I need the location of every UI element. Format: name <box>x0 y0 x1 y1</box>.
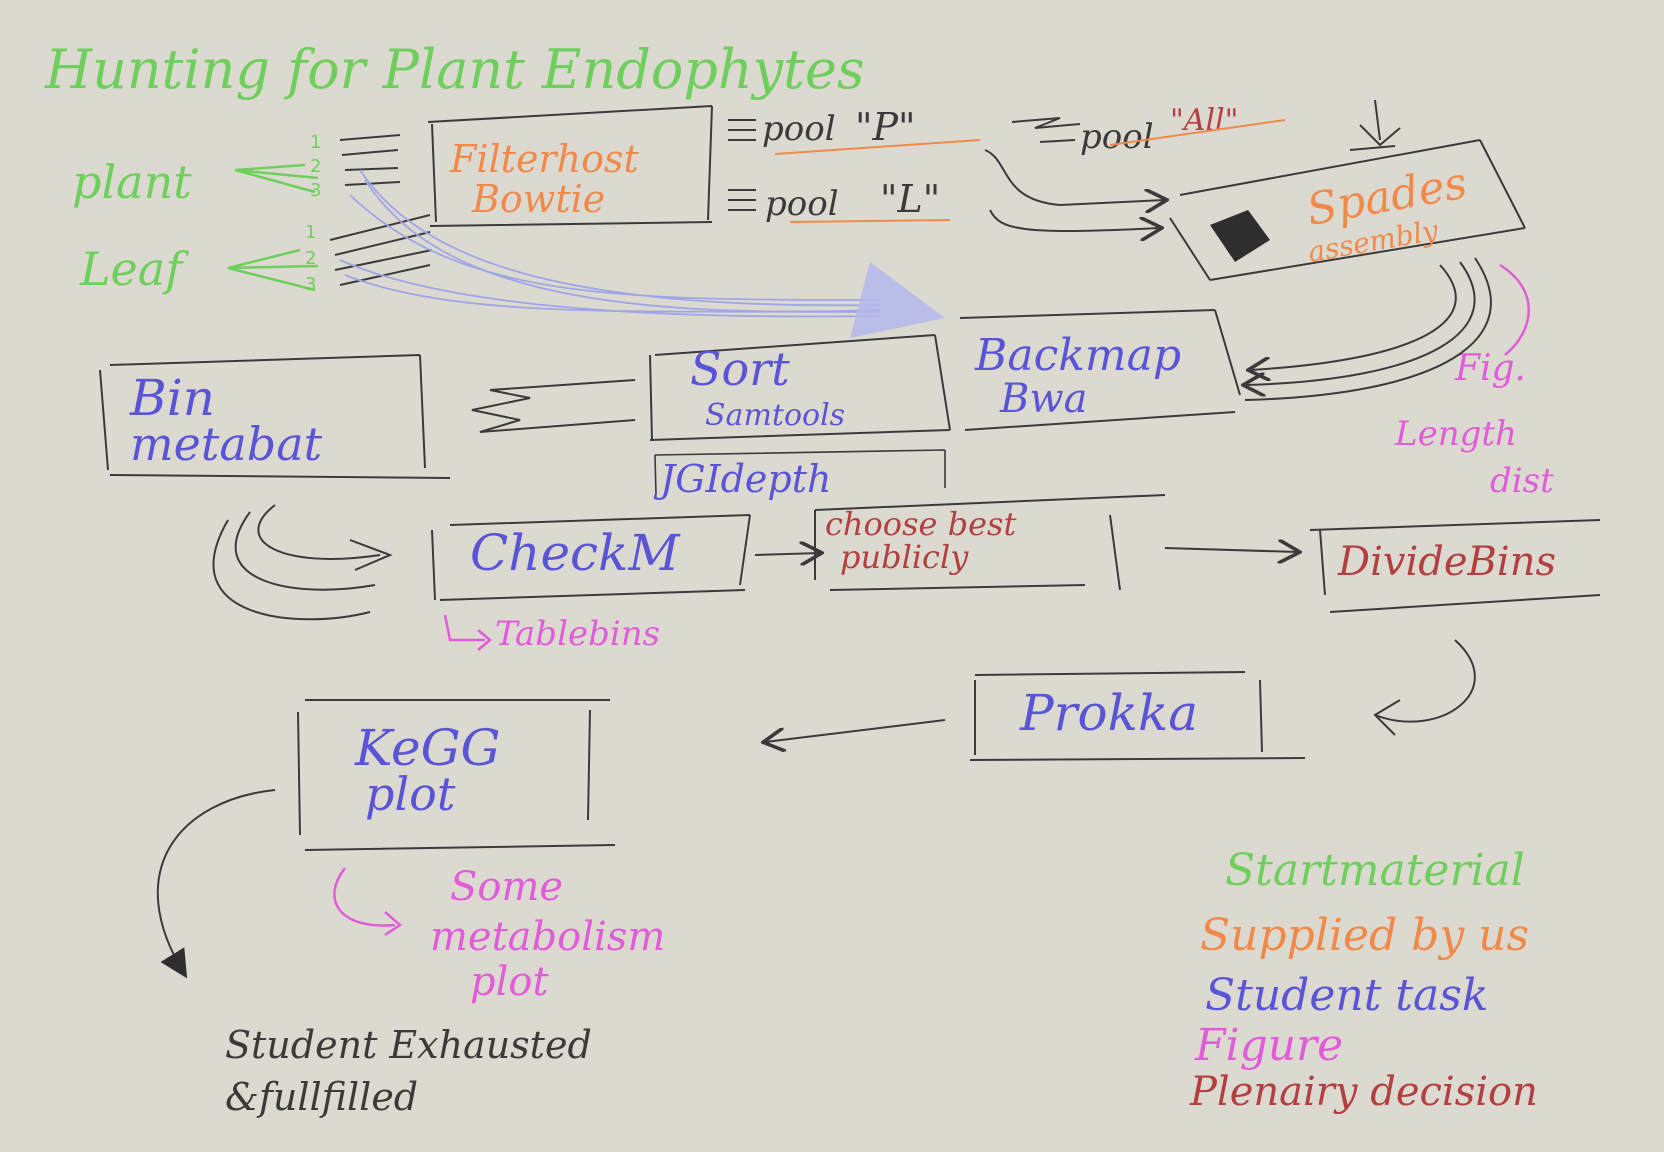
checkm-to-choose-arrow <box>754 553 820 555</box>
node-spades: Spades assembly <box>1169 139 1526 281</box>
bin-line2: metabat <box>130 417 323 471</box>
legend-supplied-by-us: Supplied by us <box>1200 910 1529 961</box>
plant-label: plant <box>72 155 192 209</box>
exhausted-line1: Student Exhausted <box>225 1023 592 1067</box>
backmap-line2: Bwa <box>999 376 1087 422</box>
legend-start-material: Startmaterial <box>1225 845 1525 896</box>
backmap-line1: Backmap <box>974 330 1181 381</box>
legend-figure: Figure <box>1194 1020 1343 1071</box>
blue-arrow-head <box>850 262 945 338</box>
some-line2: metabolism <box>430 914 665 960</box>
node-bin: Bin metabat <box>99 354 451 479</box>
legend-student-task: Student task <box>1205 970 1489 1021</box>
fig-line1: Fig. <box>1454 348 1526 389</box>
node-fig-length: Fig. Length dist <box>1394 263 1554 501</box>
bin-to-checkm-arrows <box>212 504 393 621</box>
some-line1: Some <box>450 864 563 910</box>
prokka-to-kegg-arrow <box>765 719 946 742</box>
tablebins-label: Tablebins <box>495 614 660 654</box>
pool-all-prefix: pool <box>1080 117 1154 157</box>
sort-to-bin-arrows <box>471 379 636 433</box>
sort-line2: Samtools <box>705 398 845 433</box>
leaf-label: Leaf <box>79 242 189 296</box>
choose-line1: choose best <box>825 505 1016 543</box>
checkm-label: CheckM <box>470 524 681 582</box>
spades-to-backmap-arrows <box>1245 257 1492 401</box>
node-choose: choose best publicly <box>814 494 1166 591</box>
leaf-split-lines <box>227 248 319 292</box>
pool-l-underline <box>789 219 951 223</box>
kegg-line2: plot <box>365 767 456 821</box>
node-pool-all: pool "All" <box>1011 103 1286 157</box>
node-jgi: JGIdepth <box>653 449 946 501</box>
node-some-metabolism: Some metabolism plot <box>333 864 665 1005</box>
some-line3: plot <box>470 959 549 1005</box>
choose-line2: publicly <box>840 538 969 576</box>
pool-p-name: "P" <box>855 105 916 149</box>
node-pool-l: pool "L" <box>728 177 951 224</box>
plant-num-1: 1 <box>310 132 321 153</box>
filterhost-line1: Filterhost <box>449 137 639 181</box>
pool-p-underline <box>774 139 981 155</box>
pool-l-prefix: pool <box>765 184 839 224</box>
spades-scribble <box>1210 210 1270 262</box>
plant-num-3: 3 <box>310 180 321 201</box>
node-backmap: Backmap Bwa <box>959 309 1241 431</box>
node-tablebins: Tablebins <box>443 614 660 654</box>
kegg-line1: KeGG <box>354 719 500 777</box>
pool-l-name: "L" <box>880 177 940 221</box>
sort-line1: Sort <box>690 342 790 396</box>
prokka-label: Prokka <box>1019 684 1198 742</box>
pool-to-spades-arrows <box>984 99 1401 231</box>
bin-line1: Bin <box>129 369 215 427</box>
divide-label: DivideBins <box>1337 539 1556 585</box>
node-prokka: Prokka <box>969 671 1306 761</box>
filterhost-line2: Bowtie <box>471 177 605 221</box>
plant-split-lines <box>234 163 319 194</box>
divide-to-prokka-arrow <box>1373 639 1476 736</box>
pool-all-name: "All" <box>1170 103 1238 138</box>
node-divide: DivideBins <box>1309 519 1601 613</box>
node-exhausted: Student Exhausted &fullfilled <box>225 1023 592 1119</box>
legend-plenary-decision: Plenairy decision <box>1189 1069 1538 1115</box>
pool-all-underline <box>1109 119 1286 146</box>
node-filterhost: Filterhost Bowtie <box>427 105 713 227</box>
exhausted-line2: &fullfilled <box>225 1075 418 1119</box>
node-sort: Sort Samtools <box>649 334 951 441</box>
input-connector-lines <box>329 134 433 286</box>
node-checkm: CheckM <box>431 514 751 601</box>
leaf-num-3: 3 <box>305 274 316 295</box>
fig-line2: Length <box>1394 414 1517 454</box>
node-kegg: KeGG plot <box>297 699 616 851</box>
fig-line3: dist <box>1490 461 1554 501</box>
kegg-to-end-arrow <box>156 789 276 979</box>
leaf-num-1: 1 <box>305 222 316 243</box>
choose-to-divide-arrow <box>1164 548 1298 552</box>
title: Hunting for Plant Endophytes <box>44 38 865 101</box>
input-leaf: Leaf 1 2 3 <box>79 222 319 296</box>
plant-num-2: 2 <box>310 156 321 177</box>
jgi-label: JGIdepth <box>653 457 831 501</box>
legend: Startmaterial Supplied by us Student tas… <box>1189 845 1538 1115</box>
leaf-num-2: 2 <box>305 248 316 269</box>
node-pool-p: pool "P" <box>728 105 981 155</box>
pool-p-prefix: pool <box>762 109 836 149</box>
input-plant: plant 1 2 3 <box>72 132 321 209</box>
blue-reads-arrows <box>339 169 881 318</box>
